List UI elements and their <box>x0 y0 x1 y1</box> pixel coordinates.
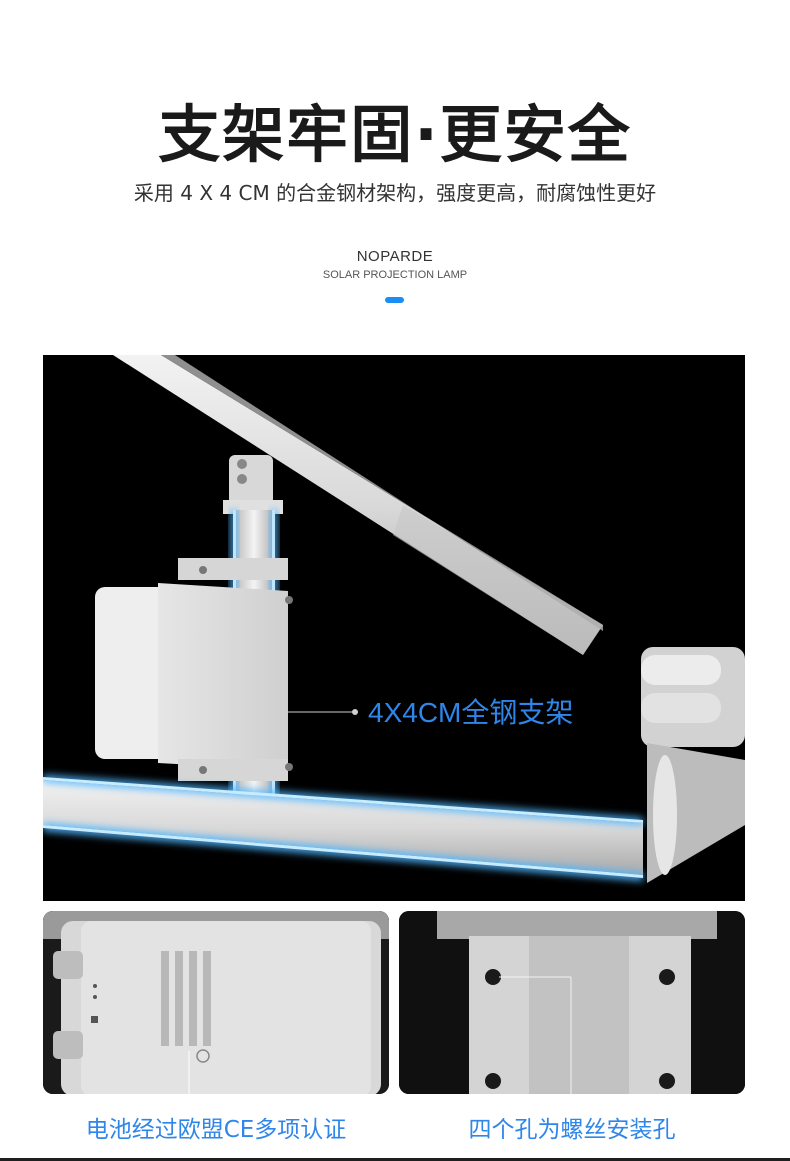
main-product-photo: 4X4CM全钢支架 <box>43 355 745 901</box>
battery-detail-photo <box>43 911 389 1094</box>
bracket-illustration <box>43 355 745 883</box>
mounting-plate-photo <box>399 911 745 1094</box>
headline: 支架牢固·更安全 <box>158 98 632 171</box>
screw-holes-caption: 四个孔为螺丝安装孔 <box>468 1117 676 1143</box>
bracket-size-label: 4X4CM全钢支架 <box>368 697 574 728</box>
bottom-rule <box>0 1158 790 1161</box>
subline: 采用 4 X 4 CM 的合金钢材架构，强度更高，耐腐蚀性更好 <box>133 181 657 205</box>
battery-illustration <box>43 911 389 1094</box>
accent-bar <box>385 297 404 303</box>
brand-subtitle: SOLAR PROJECTION LAMP <box>322 269 468 281</box>
brand-name: NOPARDE <box>356 248 434 265</box>
mounting-plate-illustration <box>399 911 745 1094</box>
battery-certification-caption: 电池经过欧盟CE多项认证 <box>85 1117 347 1143</box>
